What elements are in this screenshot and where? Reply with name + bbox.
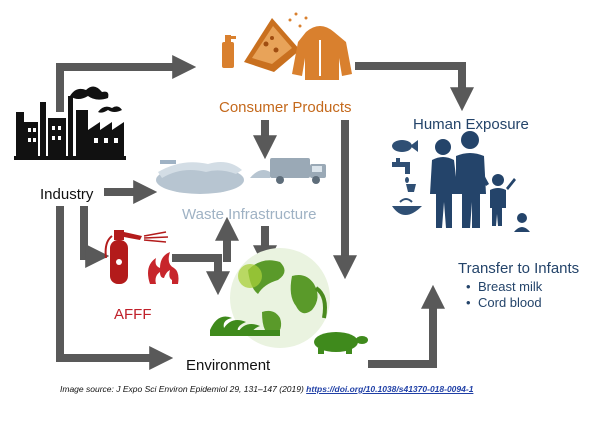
faucet-icon [392, 158, 410, 183]
arrow-industry-to-environment [56, 206, 174, 370]
fish-icon [392, 140, 418, 152]
spray-lines [143, 231, 169, 243]
landfill-icon [156, 160, 244, 194]
environment-label: Environment [186, 357, 271, 374]
source-citation: Image source: J Expo Sci Environ Epidemi… [60, 384, 307, 394]
pizza-box-icon [244, 18, 300, 72]
factory-icon [14, 86, 126, 160]
arrow-industry-to-afff [80, 206, 110, 268]
transfer-items-list: Breast milk Cord blood [466, 279, 542, 311]
transfer-item-cord-blood: Cord blood [466, 295, 542, 311]
arrow-industry-to-consumer [56, 55, 197, 112]
image-source-caption: Image source: J Expo Sci Environ Epidemi… [60, 384, 473, 394]
spray-can-icon [222, 35, 236, 68]
sparkle-dots [288, 12, 308, 28]
family-icon [430, 131, 530, 232]
source-doi-link[interactable]: https://doi.org/10.1038/s41370-018-0094-… [306, 384, 474, 394]
factory-windows [28, 126, 118, 143]
turtle-icon [314, 332, 368, 354]
arrow-environment-to-infants [368, 284, 445, 368]
transfer-to-infants-label: Transfer to Infants [458, 260, 580, 277]
arrow-consumer-to-human [355, 62, 474, 112]
consumer-products-label: Consumer Products [219, 99, 352, 116]
human-exposure-label: Human Exposure [413, 116, 529, 133]
arrow-afff-to-environment [172, 254, 230, 296]
wave-icon [210, 316, 280, 336]
cup-icon [406, 184, 416, 192]
bowl-icon [392, 198, 422, 215]
jacket-icon [292, 26, 352, 80]
garbage-truck-icon [250, 158, 326, 184]
afff-label: AFFF [114, 306, 152, 323]
fire-extinguisher-icon [104, 230, 142, 284]
industry-label: Industry [40, 186, 94, 203]
transfer-item-breast-milk: Breast milk [466, 279, 542, 295]
flame-icon [148, 252, 179, 284]
earth-globe-icon [230, 248, 330, 348]
waste-infrastructure-label: Waste Infrastructure [182, 206, 317, 223]
